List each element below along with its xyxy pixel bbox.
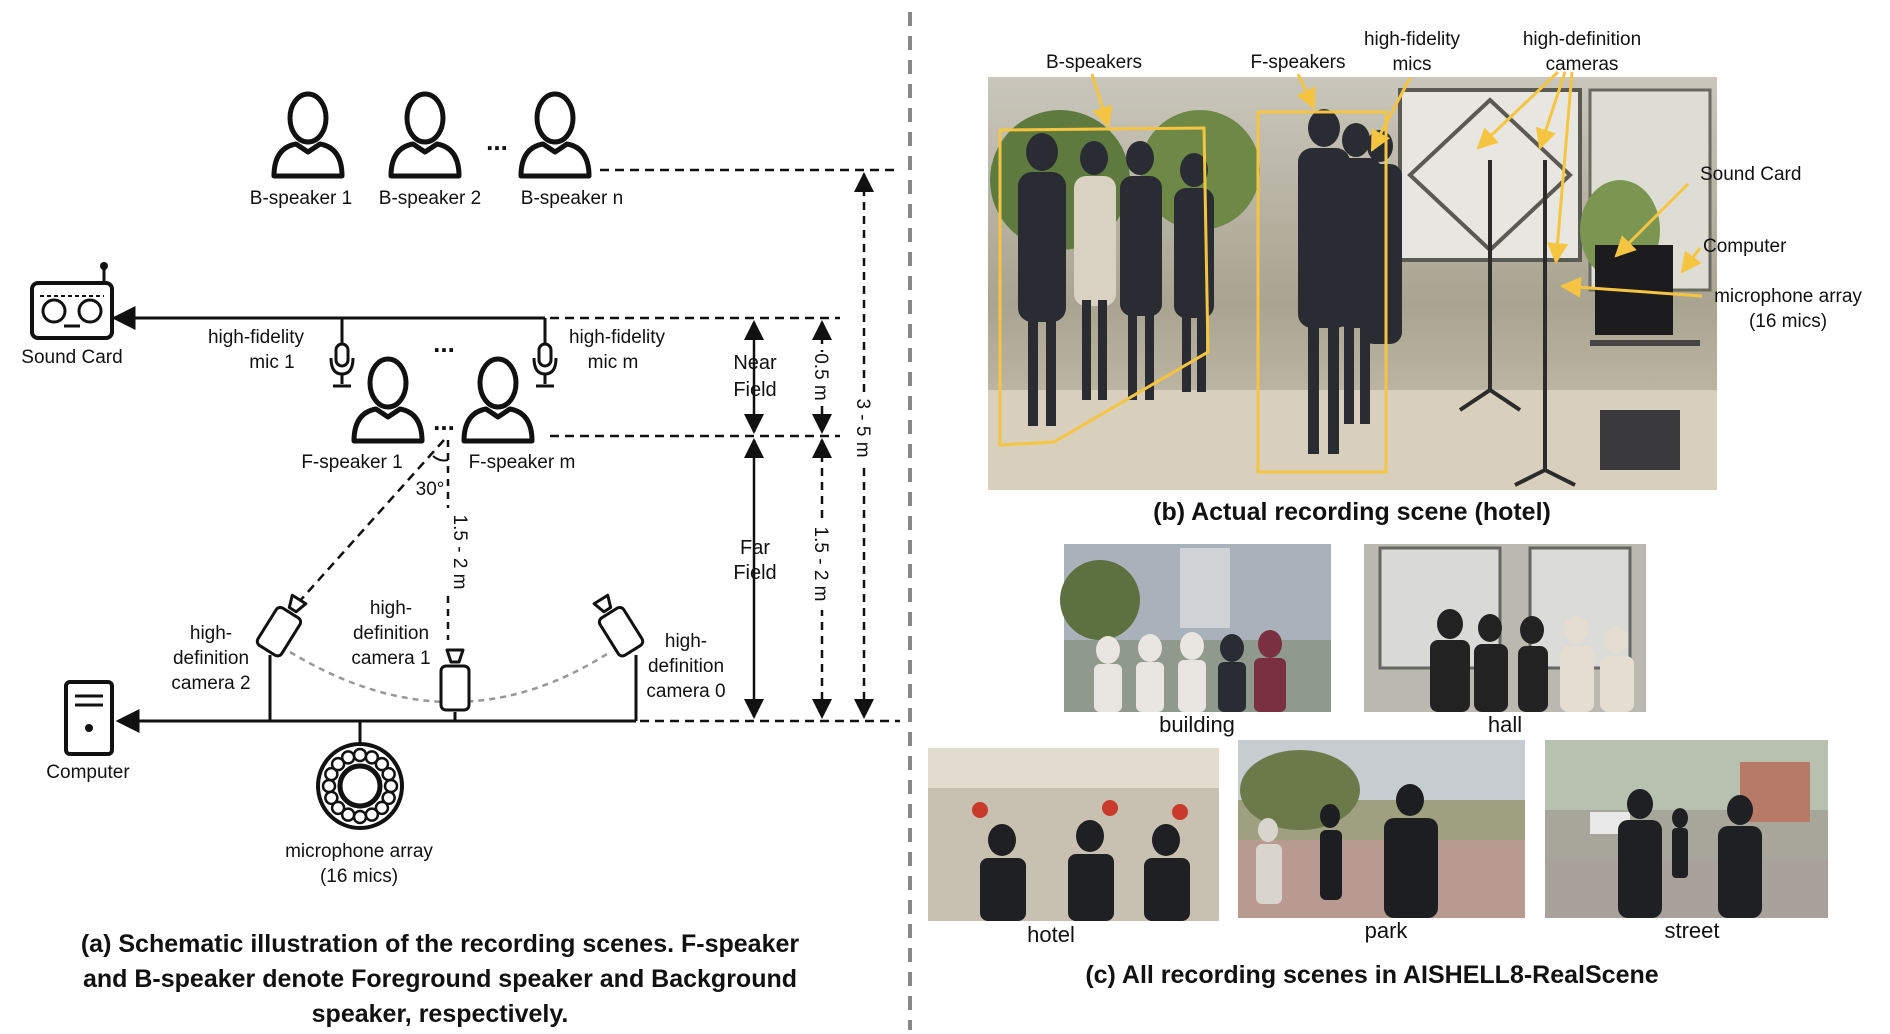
b-speaker-1-icon — [274, 94, 342, 176]
sound-card-label: Sound Card — [21, 347, 122, 368]
f-speaker-m-label: F-speaker m — [469, 452, 576, 473]
caption-a-line1: (a) Schematic illustration of the record… — [81, 930, 800, 958]
near-field-label-line2: Field — [733, 379, 776, 401]
scene-photo-street — [1545, 740, 1828, 918]
b-speakers-highlight-box — [998, 126, 1210, 447]
scene-photo-building — [1060, 544, 1331, 712]
ann-array-line2: (16 mics) — [1749, 311, 1827, 332]
array-mic-dot — [352, 809, 368, 825]
scene-photo-hall — [1364, 544, 1646, 712]
far-field-label-line1: Far — [740, 537, 770, 559]
scene-label-park: park — [1365, 918, 1409, 943]
f-speaker-1-icon — [354, 359, 422, 441]
array-mic-dot — [352, 747, 368, 763]
camera-1-label-line1: high- — [370, 598, 412, 619]
camera-0-label-line1: high- — [665, 631, 707, 652]
camera-2-label-line1: high- — [190, 623, 232, 644]
camera-0-label-line3: camera 0 — [646, 681, 725, 702]
array-mic-dot — [383, 778, 399, 794]
array-mic-dot — [321, 778, 337, 794]
scene-label-hotel: hotel — [1027, 922, 1075, 947]
array-mic-dot — [364, 807, 380, 822]
scene-photo-park — [1238, 740, 1525, 918]
mic-m-label-line2: mic m — [588, 352, 639, 373]
ann-mics-line2: mics — [1392, 54, 1431, 75]
array-mic-dot — [381, 766, 396, 782]
scene-photo-hotel — [928, 748, 1219, 921]
ann-f-speakers: F-speakers — [1250, 52, 1345, 73]
array-mic-dot — [330, 800, 346, 816]
center-distance-label: 1.5 - 2 m — [449, 515, 470, 590]
b-speaker-ellipsis: ... — [486, 126, 508, 156]
near-distance-label: 0.5 m — [810, 353, 831, 401]
computer-icon — [64, 680, 114, 756]
array-mic-dot — [381, 790, 396, 806]
array-mic-dot — [330, 756, 346, 772]
mic-1-label-line1: high-fidelity — [208, 327, 305, 348]
caption-a-line3: speaker, respectively. — [312, 1000, 569, 1028]
ann-mics-line1: high-fidelity — [1364, 29, 1461, 50]
b-speaker-n-icon — [521, 94, 589, 176]
caption-b: (b) Actual recording scene (hotel) — [1153, 498, 1551, 526]
b-speaker-2-icon — [391, 94, 459, 176]
f-speakers-highlight-box — [1256, 110, 1388, 474]
mic-m-label-line1: high-fidelity — [569, 327, 666, 348]
f-speaker-ellipsis: ... — [433, 406, 455, 436]
panel-a-schematic: B-speaker 1 B-speaker 2 B-speaker n ... … — [21, 94, 900, 1028]
high-fidelity-mic-m-icon — [532, 342, 558, 388]
scene-label-building: building — [1159, 712, 1235, 737]
panel-b-photo: B-speakers F-speakers high-fidelity mics… — [988, 29, 1862, 526]
ann-b-speakers: B-speakers — [1046, 52, 1142, 73]
far-distance-label: 1.5 - 2 m — [810, 527, 831, 602]
high-fidelity-mic-1-icon — [329, 342, 355, 388]
ann-computer: Computer — [1703, 236, 1787, 257]
array-mic-dot — [324, 766, 339, 782]
camera-1-label-line2: definition — [353, 623, 429, 644]
total-distance-label: 3 - 5 m — [852, 398, 873, 457]
b-speaker-1-label: B-speaker 1 — [250, 188, 352, 209]
near-field-label-line1: Near — [733, 352, 777, 374]
f-speaker-1-label: F-speaker 1 — [301, 452, 402, 473]
ann-sound-card: Sound Card — [1700, 164, 1801, 185]
camera-0-icon — [587, 590, 647, 660]
array-label-line2: (16 mics) — [320, 866, 398, 887]
panel-c-scenes: building hall hotel park street (c) All … — [928, 544, 1828, 989]
microphone-array-icon — [316, 742, 404, 830]
scene-label-street: street — [1664, 918, 1719, 943]
ann-cameras-line1: high-definition — [1523, 29, 1641, 50]
sound-card-icon — [30, 262, 114, 340]
mic-ellipsis: ... — [433, 328, 455, 358]
b-speaker-2-label: B-speaker 2 — [379, 188, 481, 209]
b-speaker-n-label: B-speaker n — [521, 188, 623, 209]
array-mic-dot — [374, 800, 390, 816]
array-mic-dot — [374, 756, 390, 772]
angle-label: 30° — [416, 479, 445, 500]
camera-0-label-line2: definition — [648, 656, 724, 677]
scene-label-hall: hall — [1488, 712, 1522, 737]
array-mic-dot — [324, 790, 339, 806]
camera-2-label-line2: definition — [173, 648, 249, 669]
f-speaker-m-icon — [464, 359, 532, 441]
camera-1-icon — [439, 648, 471, 712]
caption-c: (c) All recording scenes in AISHELL8-Rea… — [1085, 961, 1658, 989]
ann-array-line1: microphone array — [1714, 286, 1862, 307]
far-field-label-line2: Field — [733, 562, 776, 584]
mic-1-label-line2: mic 1 — [249, 352, 294, 373]
camera-1-label-line3: camera 1 — [351, 648, 430, 669]
array-mic-dot — [364, 750, 380, 765]
array-mic-dot — [340, 807, 356, 822]
caption-a-line2: and B-speaker denote Foreground speaker … — [83, 965, 797, 993]
camera-2-label-line3: camera 2 — [171, 673, 250, 694]
array-mic-dot — [340, 750, 356, 765]
ann-cameras-line2: cameras — [1546, 54, 1619, 75]
camera-2-icon — [253, 590, 313, 660]
computer-label: Computer — [46, 762, 130, 783]
camera-arc — [289, 650, 611, 704]
array-label-line1: microphone array — [285, 841, 433, 862]
